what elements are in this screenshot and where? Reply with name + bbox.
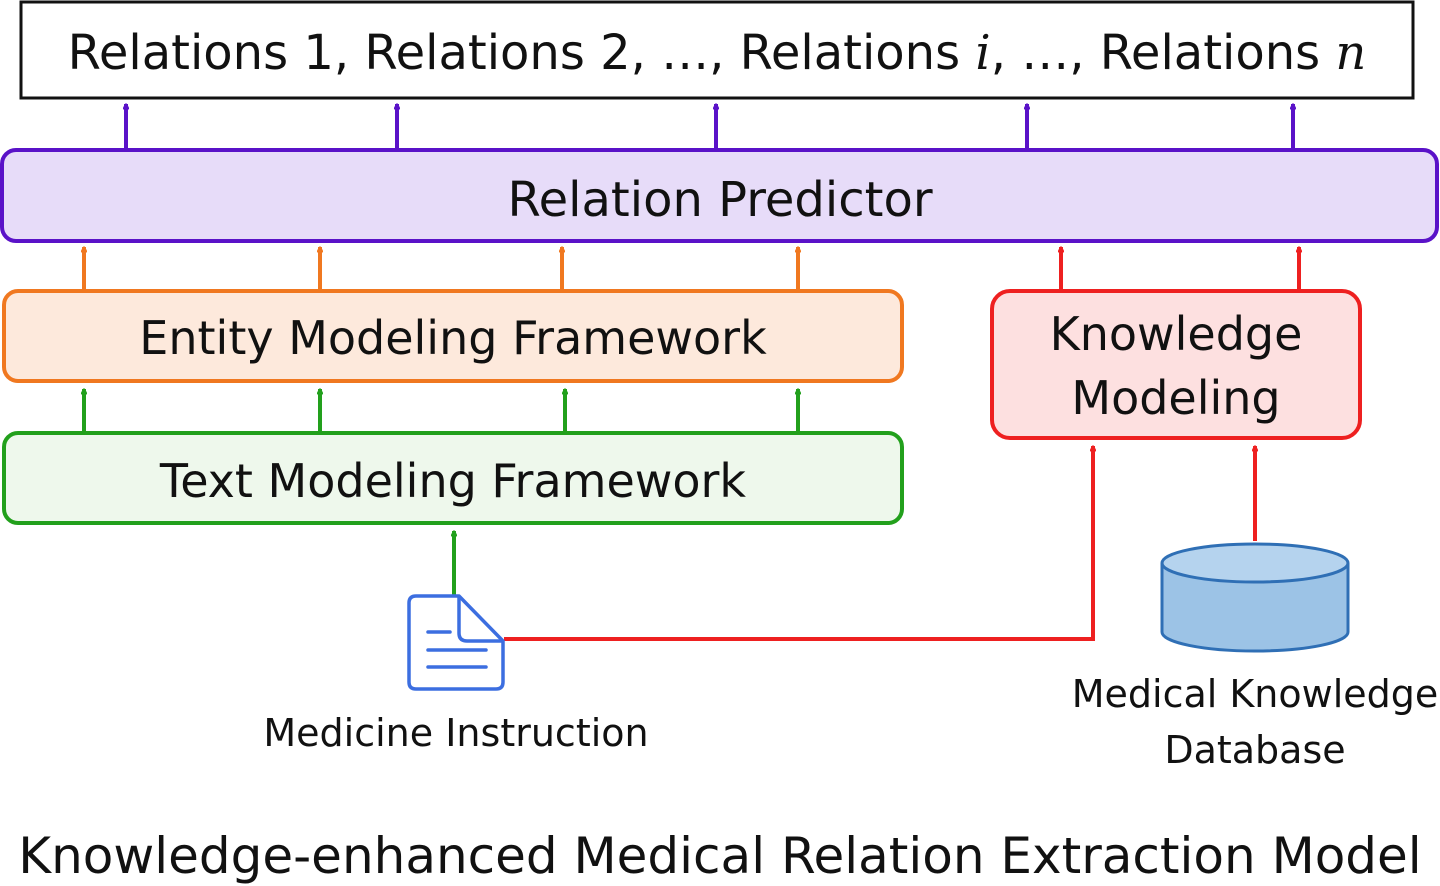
entity-to-predictor-arrows: [84, 247, 798, 291]
knowledge-modeling-box: Knowledge Modeling: [990, 289, 1362, 440]
output-math-i: i: [975, 25, 990, 81]
knowledge-to-predictor-arrows: [1061, 247, 1299, 291]
relation-predictor-label: Relation Predictor: [507, 172, 932, 228]
relation-predictor-box: Relation Predictor: [0, 148, 1439, 243]
medical-knowledge-db-line2: Database: [1164, 728, 1345, 772]
medical-knowledge-db-line1: Medical Knowledge: [1072, 672, 1439, 716]
entity-modeling-box: Entity Modeling Framework: [2, 289, 904, 383]
database-icon: [1160, 542, 1350, 653]
output-relations-box: Relations 1, Relations 2, …, Relations i…: [19, 0, 1415, 100]
text-modeling-label: Text Modeling Framework: [159, 454, 747, 508]
output-seg-1: Relations 1, Relations 2, …, Relations: [68, 25, 976, 81]
text-to-entity-arrows: [84, 389, 798, 433]
document-to-knowledge-connector: [504, 446, 1093, 641]
document-icon: [407, 594, 505, 691]
output-math-n: n: [1335, 25, 1366, 81]
knowledge-modeling-line1: Knowledge: [1050, 307, 1303, 361]
predictor-to-output-arrows: [126, 104, 1293, 150]
output-seg-3: , …, Relations: [991, 25, 1336, 81]
medicine-instruction-label: Medicine Instruction: [263, 711, 648, 755]
output-relations-text: Relations 1, Relations 2, …, Relations i…: [68, 25, 1367, 81]
text-modeling-box: Text Modeling Framework: [2, 431, 904, 525]
diagram-caption: Knowledge-enhanced Medical Relation Extr…: [18, 827, 1421, 885]
entity-modeling-label: Entity Modeling Framework: [139, 311, 767, 365]
knowledge-modeling-line2: Modeling: [1071, 371, 1280, 425]
